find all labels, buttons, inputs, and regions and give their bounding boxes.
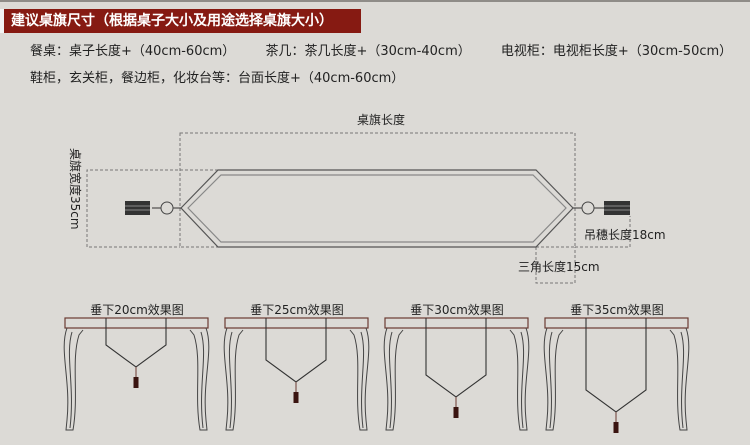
effect-table-25: 垂下25cm效果图 <box>223 302 370 431</box>
effect-table-35: 垂下35cm效果图 <box>543 302 690 433</box>
section-header: 建议桌旗尺寸（根据桌子大小及用途选择桌旗大小） <box>0 9 361 33</box>
size-dining-table: 餐桌：桌子长度+（40cm-60cm） <box>30 44 236 59</box>
tassel-icon <box>453 407 459 418</box>
tassel-icon <box>293 392 299 403</box>
size-tv-cabinet: 电视柜：电视柜长度+（30cm-50cm） <box>500 44 733 59</box>
effect-label: 垂下30cm效果图 <box>410 302 504 317</box>
table-top <box>64 317 209 329</box>
effect-label: 垂下35cm效果图 <box>570 302 664 317</box>
runner-drop <box>585 318 647 413</box>
top-divider <box>0 0 750 2</box>
table-legs <box>383 327 530 431</box>
table-top <box>224 317 369 329</box>
right-tassel-icon <box>573 201 630 215</box>
table-legs <box>63 327 210 431</box>
length-label: 桌旗长度 <box>357 112 405 127</box>
width-label: 桌旗宽度35cm <box>68 148 83 230</box>
runner-drop <box>425 318 487 398</box>
runner-drop <box>105 318 167 368</box>
table-legs <box>223 327 370 431</box>
table-top <box>544 317 689 329</box>
tassel-icon <box>133 377 139 388</box>
effect-table-30: 垂下30cm效果图 <box>383 302 530 431</box>
effect-label: 垂下25cm效果图 <box>250 302 344 317</box>
size-coffee-table: 茶几：茶几长度+（30cm-40cm） <box>265 44 471 59</box>
left-tassel-icon <box>125 201 181 215</box>
effect-label: 垂下20cm效果图 <box>90 302 184 317</box>
tassel-length-label: 吊穗长度18cm <box>584 227 666 242</box>
size-line-1: 餐桌：桌子长度+（40cm-60cm） 茶几：茶几长度+（30cm-40cm） … <box>30 40 750 59</box>
triangle-length-label: 三角长度15cm <box>518 259 600 274</box>
table-legs <box>543 327 690 431</box>
effect-table-20: 垂下20cm效果图 <box>63 302 210 431</box>
table-runner-outline <box>180 169 574 248</box>
tassel-icon <box>613 422 619 433</box>
size-line-2: 鞋柜，玄关柜，餐边柜，化妆台等：台面长度+（40cm-60cm） <box>30 71 405 86</box>
table-top <box>384 317 529 329</box>
